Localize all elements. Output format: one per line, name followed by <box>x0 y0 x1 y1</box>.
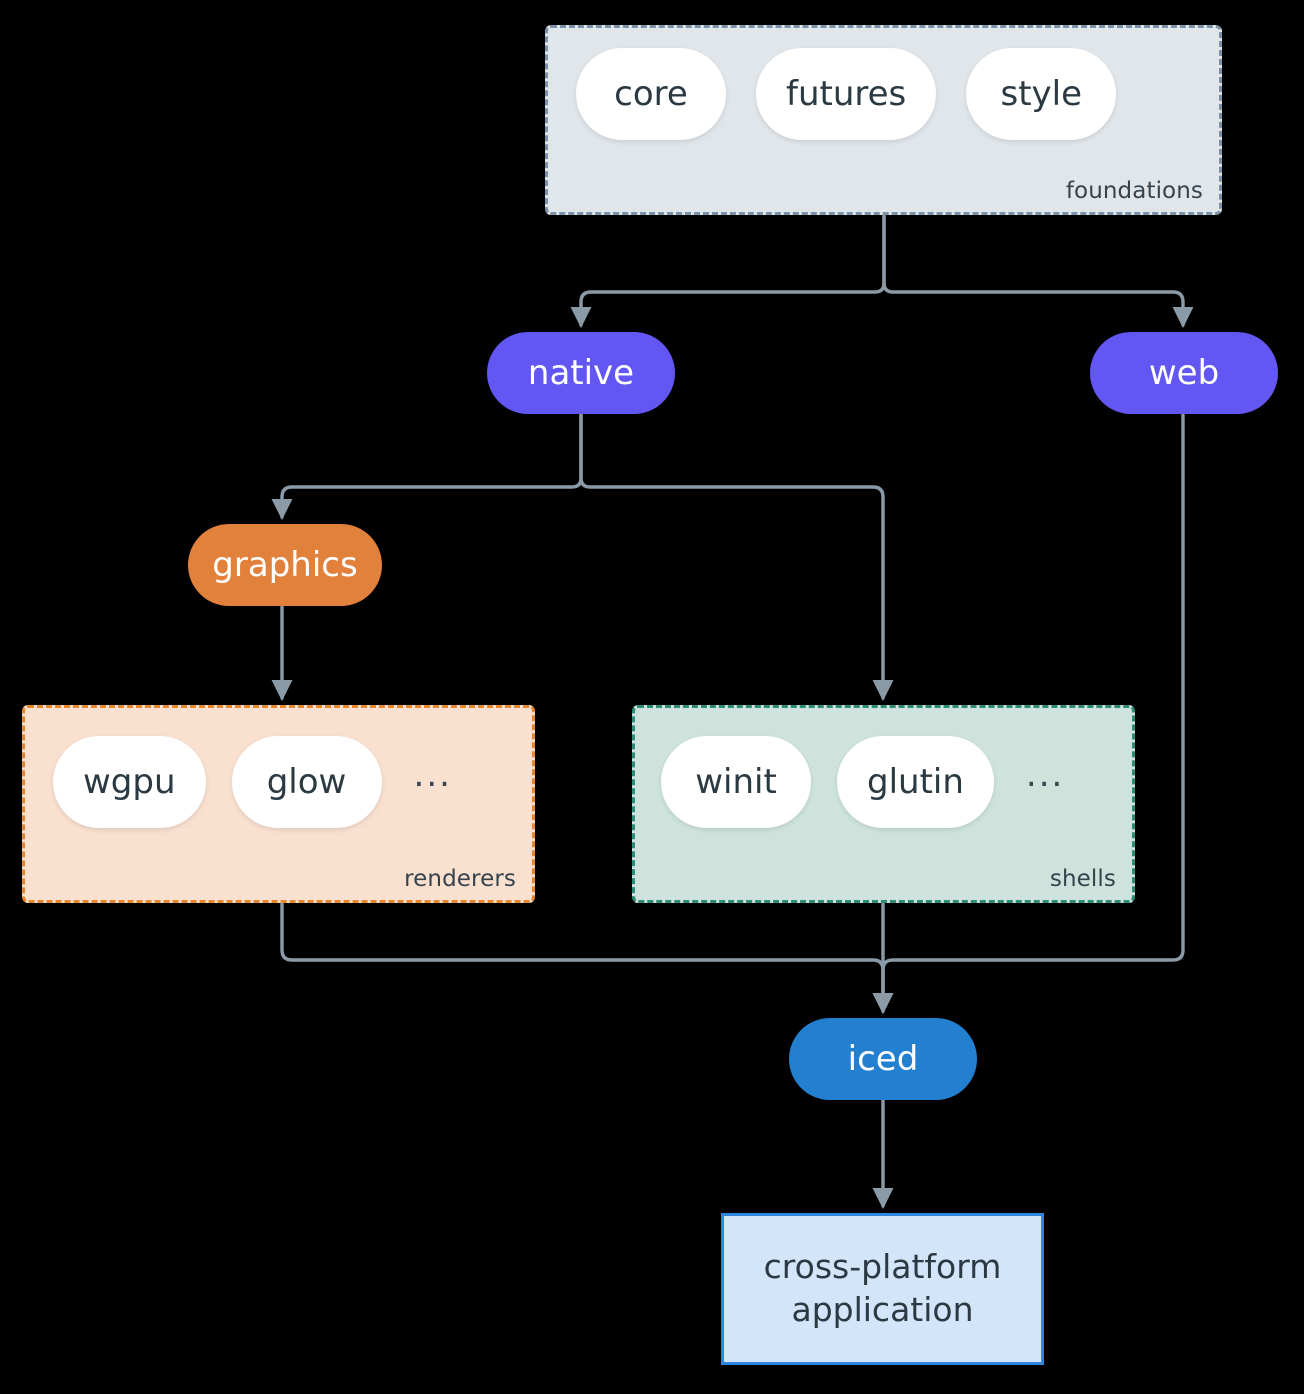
shells-ellipsis: ... <box>1025 755 1065 795</box>
foundations-members: core futures style <box>548 48 1219 140</box>
pill-glow[interactable]: glow <box>231 736 382 828</box>
edge-renderers-iced <box>280 902 894 1014</box>
group-label-shells: shells <box>1049 866 1116 892</box>
group-label-renderers: renderers <box>404 866 516 892</box>
edge-native-shells <box>579 413 894 701</box>
app-label-line2: application <box>791 1290 974 1329</box>
group-shells: winit glutin ... shells <box>632 705 1135 903</box>
node-iced[interactable]: iced <box>789 1018 977 1100</box>
group-renderers: wgpu glow ... renderers <box>22 705 535 903</box>
pill-futures[interactable]: futures <box>756 48 937 140</box>
node-web[interactable]: web <box>1090 332 1278 414</box>
group-foundations: core futures style foundations <box>545 25 1222 215</box>
pill-core[interactable]: core <box>576 48 726 140</box>
pill-style[interactable]: style <box>966 48 1117 140</box>
edge-foundations-web <box>882 214 1194 328</box>
pill-wgpu[interactable]: wgpu <box>53 736 206 828</box>
node-native[interactable]: native <box>487 332 675 414</box>
edge-foundations-native <box>570 214 886 328</box>
pill-glutin[interactable]: glutin <box>837 736 994 828</box>
pill-winit[interactable]: winit <box>661 736 811 828</box>
shells-members: winit glutin ... <box>635 736 1132 828</box>
node-cross-platform-application[interactable]: cross-platform application <box>721 1213 1044 1365</box>
renderers-ellipsis: ... <box>413 755 452 795</box>
app-label-line1: cross-platform <box>763 1247 1002 1287</box>
renderers-members: wgpu glow ... <box>25 736 532 828</box>
edge-native-graphics <box>271 413 583 520</box>
node-graphics[interactable]: graphics <box>188 524 382 606</box>
group-label-foundations: foundations <box>1065 178 1203 204</box>
